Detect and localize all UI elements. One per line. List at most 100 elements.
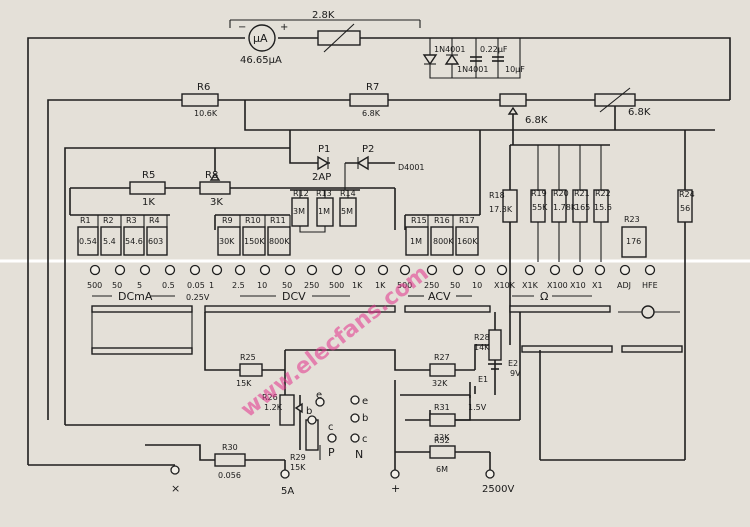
r7-id: R7 <box>366 82 379 93</box>
r15-id: R15 <box>411 216 427 225</box>
group-acv: ACV <box>428 290 451 303</box>
jack-2500v-label: 2500V <box>482 484 514 495</box>
diode-p2-icon <box>356 155 369 171</box>
r28-val: 14K <box>474 343 490 352</box>
svg-text:−: − <box>238 22 246 33</box>
r6-val: 10.6K <box>194 109 218 118</box>
range-terminal[interactable] <box>89 264 101 276</box>
e2-id: E2 <box>508 359 518 368</box>
c2-value: 10μF <box>505 65 525 74</box>
r27-val: 32K <box>432 379 448 388</box>
diode-d4-icon <box>444 53 460 65</box>
letter-n: N <box>355 448 363 461</box>
range-terminal[interactable] <box>377 264 389 276</box>
jack-5a-icon[interactable] <box>280 469 290 479</box>
shunt-val: 0.056 <box>218 471 241 480</box>
range-label: 10 <box>472 281 482 290</box>
hfe-symbol <box>618 305 680 319</box>
range-terminal[interactable] <box>211 264 223 276</box>
range-terminal[interactable] <box>354 264 366 276</box>
diode-p1-icon <box>317 155 330 171</box>
pin-b: b <box>362 413 368 424</box>
svg-text:+: + <box>280 22 288 33</box>
range-terminal[interactable] <box>594 264 606 276</box>
range-label: 500 <box>87 281 102 290</box>
r21-val: 165 <box>575 203 590 212</box>
meter-rating: 46.65μA <box>240 55 282 66</box>
range-label: 10 <box>257 281 267 290</box>
batteries: E1 1.5V E2 9V <box>468 359 521 412</box>
range-label: X100 <box>547 281 568 290</box>
range-terminal[interactable] <box>496 264 508 276</box>
r26-id: R26 <box>262 393 278 402</box>
dcv-resistors: R9 R10 R11 30K 150K 800K R12 R13 R14 3M … <box>214 189 360 256</box>
range-terminal[interactable] <box>572 264 584 276</box>
acv-resistors: R15 R16 R17 1M 800K 160K <box>404 130 481 256</box>
range-terminal[interactable] <box>549 264 561 276</box>
range-terminal[interactable] <box>331 264 343 276</box>
range-terminal[interactable] <box>452 264 464 276</box>
r8-id: R8 <box>205 170 218 181</box>
pin-e: e <box>362 396 368 407</box>
p2-id: P2 <box>362 144 374 155</box>
range-terminal[interactable] <box>644 264 656 276</box>
range-label: X10K <box>494 281 516 290</box>
group-labels: DCmA 0.25V DCV ACV Ω <box>92 290 592 303</box>
r29-id: R29 <box>290 453 306 462</box>
bottom-resistors: R25 15K R26 1.2K R27 32K R28 14K R29 15K… <box>214 329 502 480</box>
range-label: 50 <box>112 281 122 290</box>
group-dcma-extra: 0.25V <box>186 293 210 302</box>
range-terminal[interactable] <box>426 264 438 276</box>
range-label: 250 <box>304 281 319 290</box>
resistor-r6: R6 10.6K <box>181 82 219 118</box>
r5-val: 1K <box>142 197 155 208</box>
r31-id: R31 <box>434 403 450 412</box>
r32-val: 6M <box>436 465 448 474</box>
range-label: 5 <box>137 281 142 290</box>
r25-val: 15K <box>236 379 252 388</box>
range-terminal[interactable] <box>399 264 411 276</box>
r16-val: 800K <box>433 237 454 246</box>
thermistor-top: 2.8K <box>312 10 361 53</box>
r15-val: 1M <box>410 237 422 246</box>
top-res-value: 2.8K <box>312 10 335 21</box>
range-terminal[interactable] <box>619 264 631 276</box>
potentiometer-a: 6.8K <box>499 93 548 126</box>
range-terminal[interactable] <box>114 264 126 276</box>
pin-c: c <box>362 434 368 445</box>
d4-value: 1N4001 <box>457 65 488 74</box>
range-terminal[interactable] <box>284 264 296 276</box>
range-terminal[interactable] <box>259 264 271 276</box>
range-label: X1 <box>592 281 603 290</box>
jack-pos-icon[interactable] <box>390 469 400 479</box>
range-label: 50 <box>450 281 460 290</box>
r3-val: 54.6 <box>125 237 143 246</box>
jack-neg-icon[interactable] <box>170 465 180 475</box>
range-label: 0.05 <box>187 281 205 290</box>
range-label: 250 <box>424 281 439 290</box>
r29-val: 15K <box>290 463 306 472</box>
range-terminal[interactable] <box>474 264 486 276</box>
r27-id: R27 <box>434 353 450 362</box>
r17-val: 160K <box>457 237 478 246</box>
range-terminal[interactable] <box>234 264 246 276</box>
p1-id: P1 <box>318 144 330 155</box>
p1-val: 2AP <box>312 172 331 183</box>
r12-val: 3M <box>293 207 305 216</box>
r10-val: 150K <box>244 237 265 246</box>
range-label: 500 <box>397 281 412 290</box>
r14-id: R14 <box>340 189 356 198</box>
range-terminal[interactable] <box>524 264 536 276</box>
range-terminal[interactable] <box>306 264 318 276</box>
r11-val: 800K <box>269 237 290 246</box>
e2-val: 9V <box>510 369 521 378</box>
range-terminal[interactable] <box>189 264 201 276</box>
range-terminal[interactable] <box>164 264 176 276</box>
r20-val: 1.78K <box>553 203 577 212</box>
jack-2500v-icon[interactable] <box>485 469 495 479</box>
range-label: 500 <box>329 281 344 290</box>
range-terminal[interactable] <box>139 264 151 276</box>
r24-id: R24 <box>679 190 695 199</box>
resistor-r5: R5 1K <box>129 170 166 208</box>
